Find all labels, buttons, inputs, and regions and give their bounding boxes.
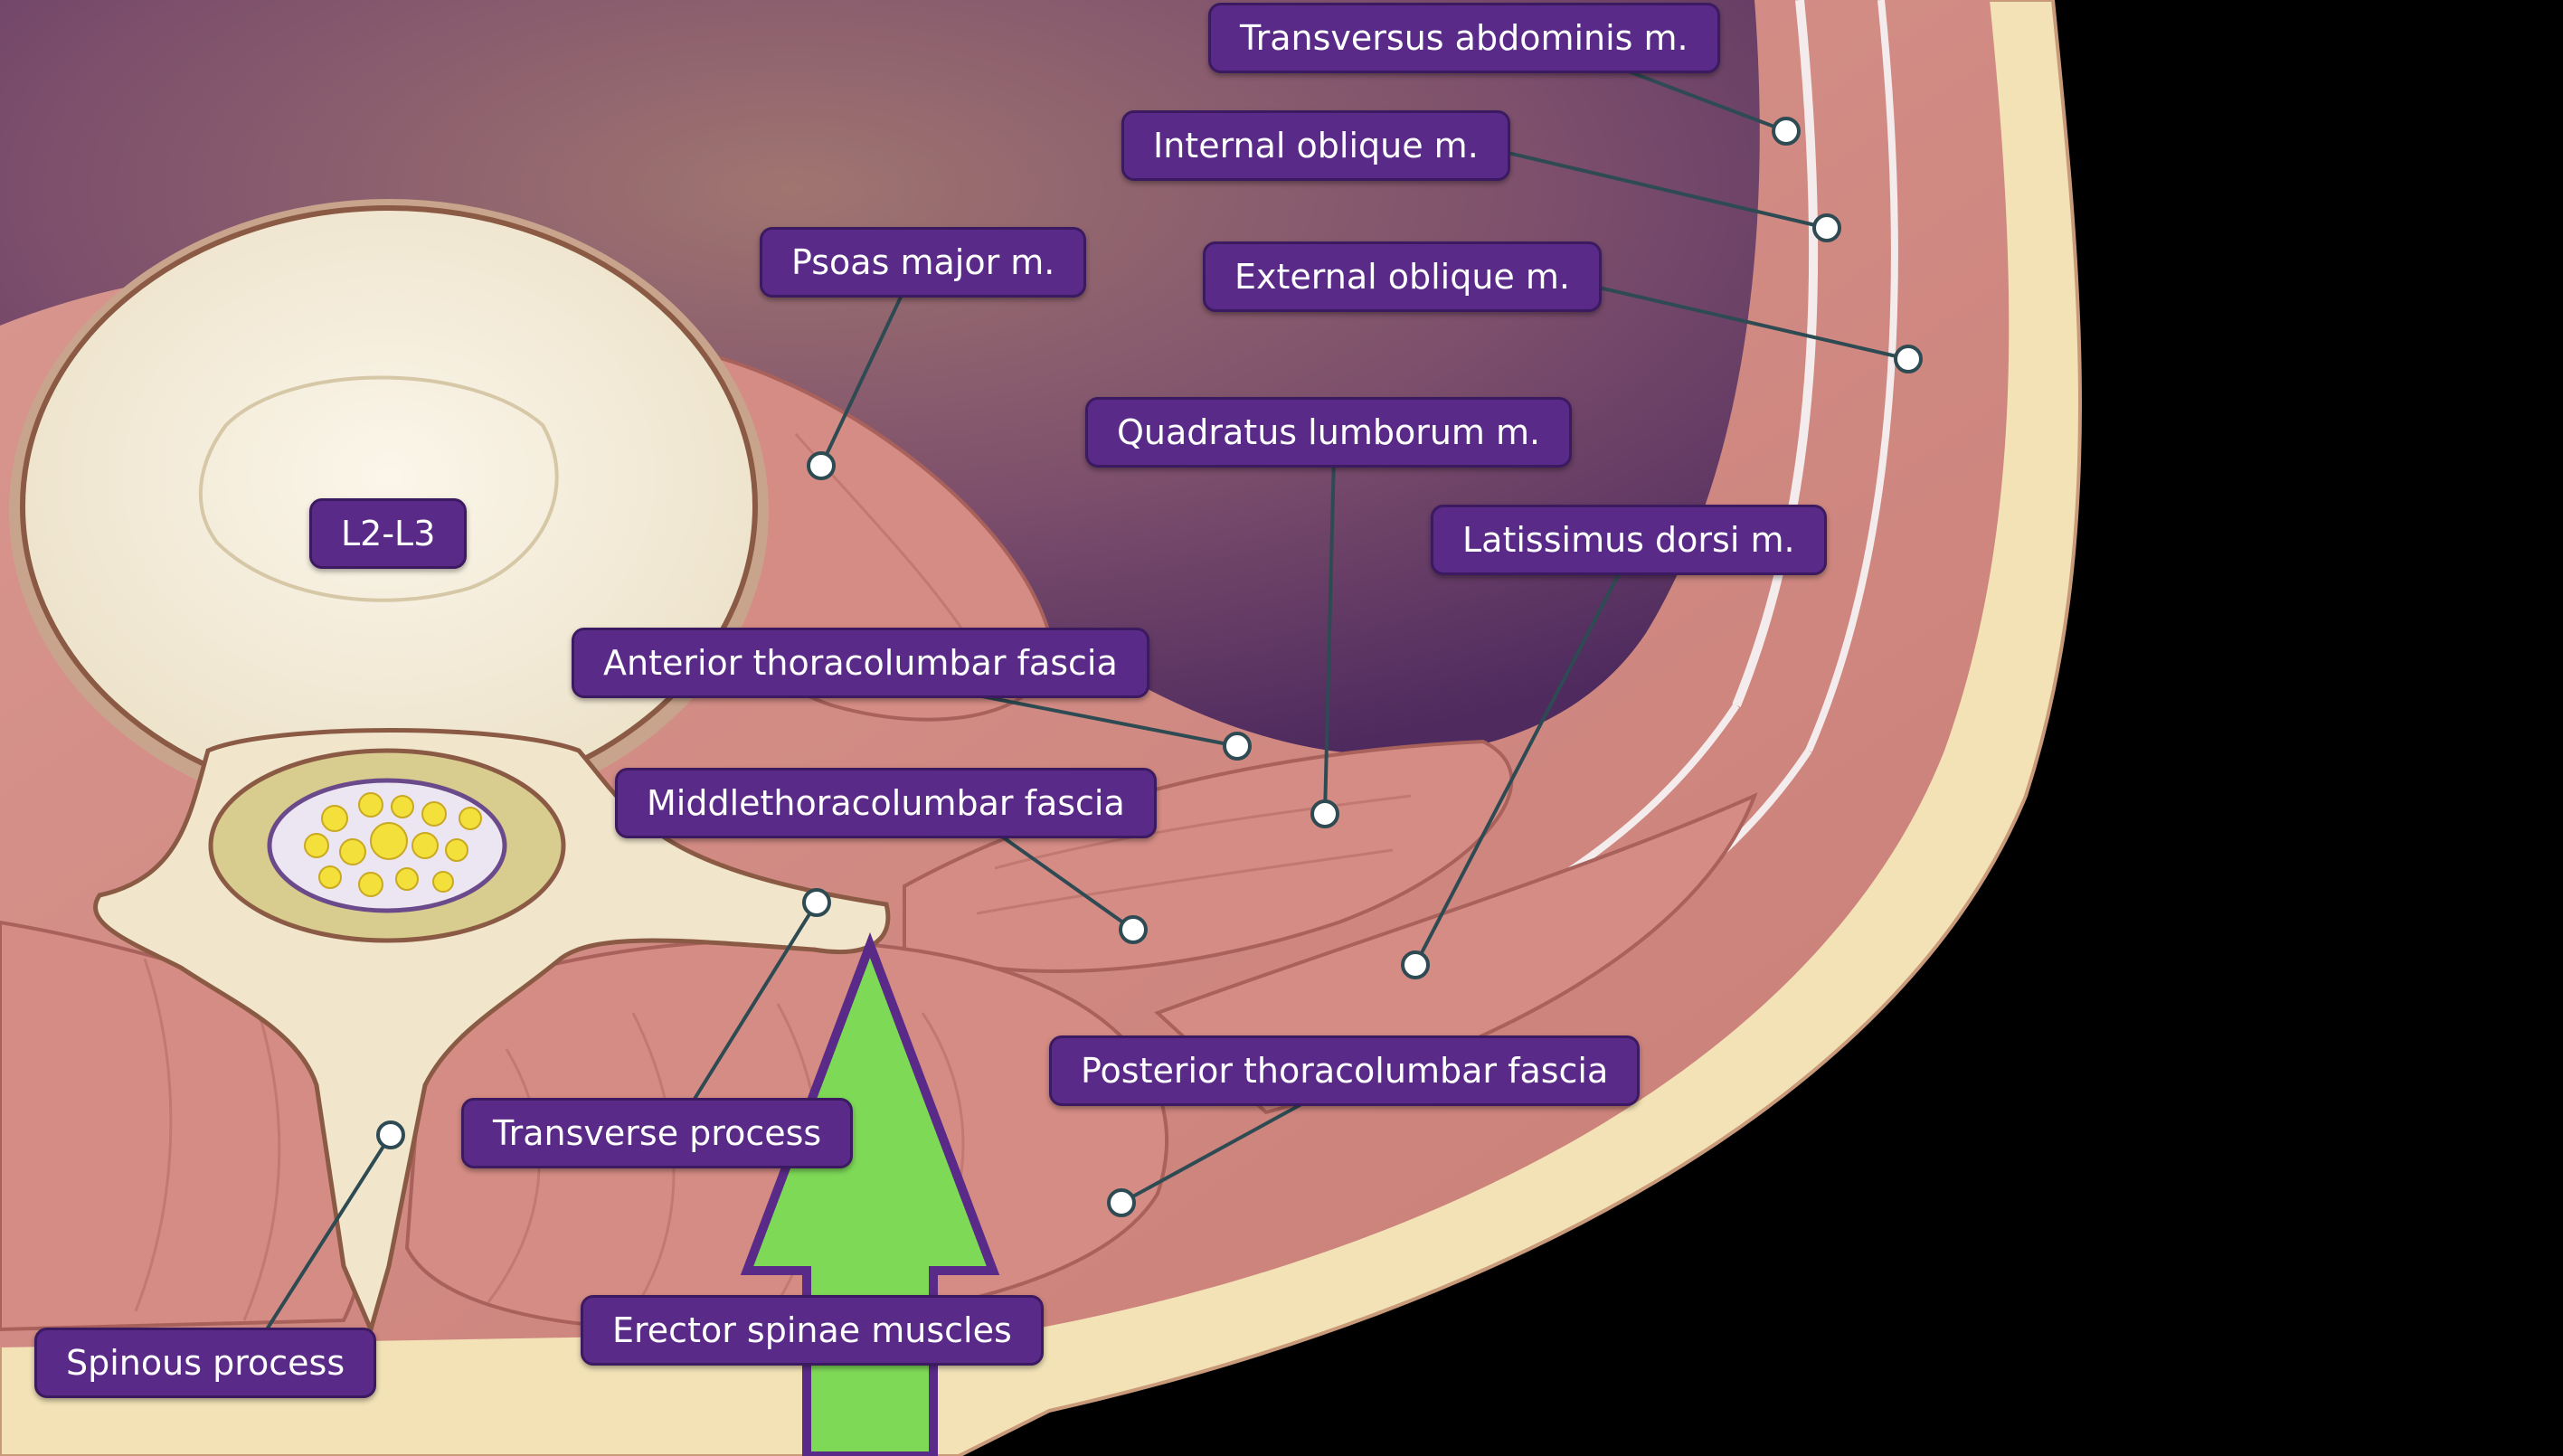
pointer-dot — [376, 1120, 405, 1149]
pointer-dot — [802, 888, 831, 917]
pointer-dot — [1223, 732, 1252, 761]
label-posterior-thoracolumbar-fascia: Posterior thoracolumbar fascia — [1049, 1035, 1641, 1106]
label-middle-thoracolumbar-fascia: Middlethoracolumbar fascia — [615, 768, 1157, 838]
label-latissimus-dorsi: Latissimus dorsi m. — [1431, 505, 1827, 575]
disk-nucleus — [198, 375, 559, 602]
label-spinous-process: Spinous process — [34, 1328, 377, 1398]
label-psoas-major: Psoas major m. — [760, 227, 1087, 298]
nerve-roots — [304, 792, 482, 897]
pointer-dot — [1772, 117, 1801, 146]
label-quadratus-lumborum: Quadratus lumborum m. — [1085, 397, 1573, 468]
pointer-dot — [1119, 915, 1148, 944]
label-internal-oblique: Internal oblique m. — [1121, 110, 1510, 181]
fascia-line — [1805, 0, 1898, 752]
fascia-line — [1732, 0, 1819, 707]
pointer-dot — [1401, 950, 1430, 979]
label-external-oblique: External oblique m. — [1203, 241, 1602, 312]
pointer-dot — [1107, 1188, 1136, 1217]
muscle-texture — [134, 433, 1412, 1321]
pointer-dot — [1812, 213, 1841, 242]
pointer-dot — [1310, 799, 1339, 828]
label-transversus-abdominis: Transversus abdominis m. — [1208, 3, 1720, 73]
label-erector-spinae: Erector spinae muscles — [581, 1295, 1044, 1366]
label-transverse-process: Transverse process — [461, 1098, 854, 1168]
pointer-dot — [1894, 345, 1923, 373]
label-vertebra-level: L2-L3 — [309, 498, 468, 569]
label-anterior-thoracolumbar-fascia: Anterior thoracolumbar fascia — [572, 628, 1149, 698]
pointer-dot — [807, 451, 836, 480]
leader-lines — [265, 66, 1909, 1331]
abdominal-cavity — [0, 0, 1760, 755]
